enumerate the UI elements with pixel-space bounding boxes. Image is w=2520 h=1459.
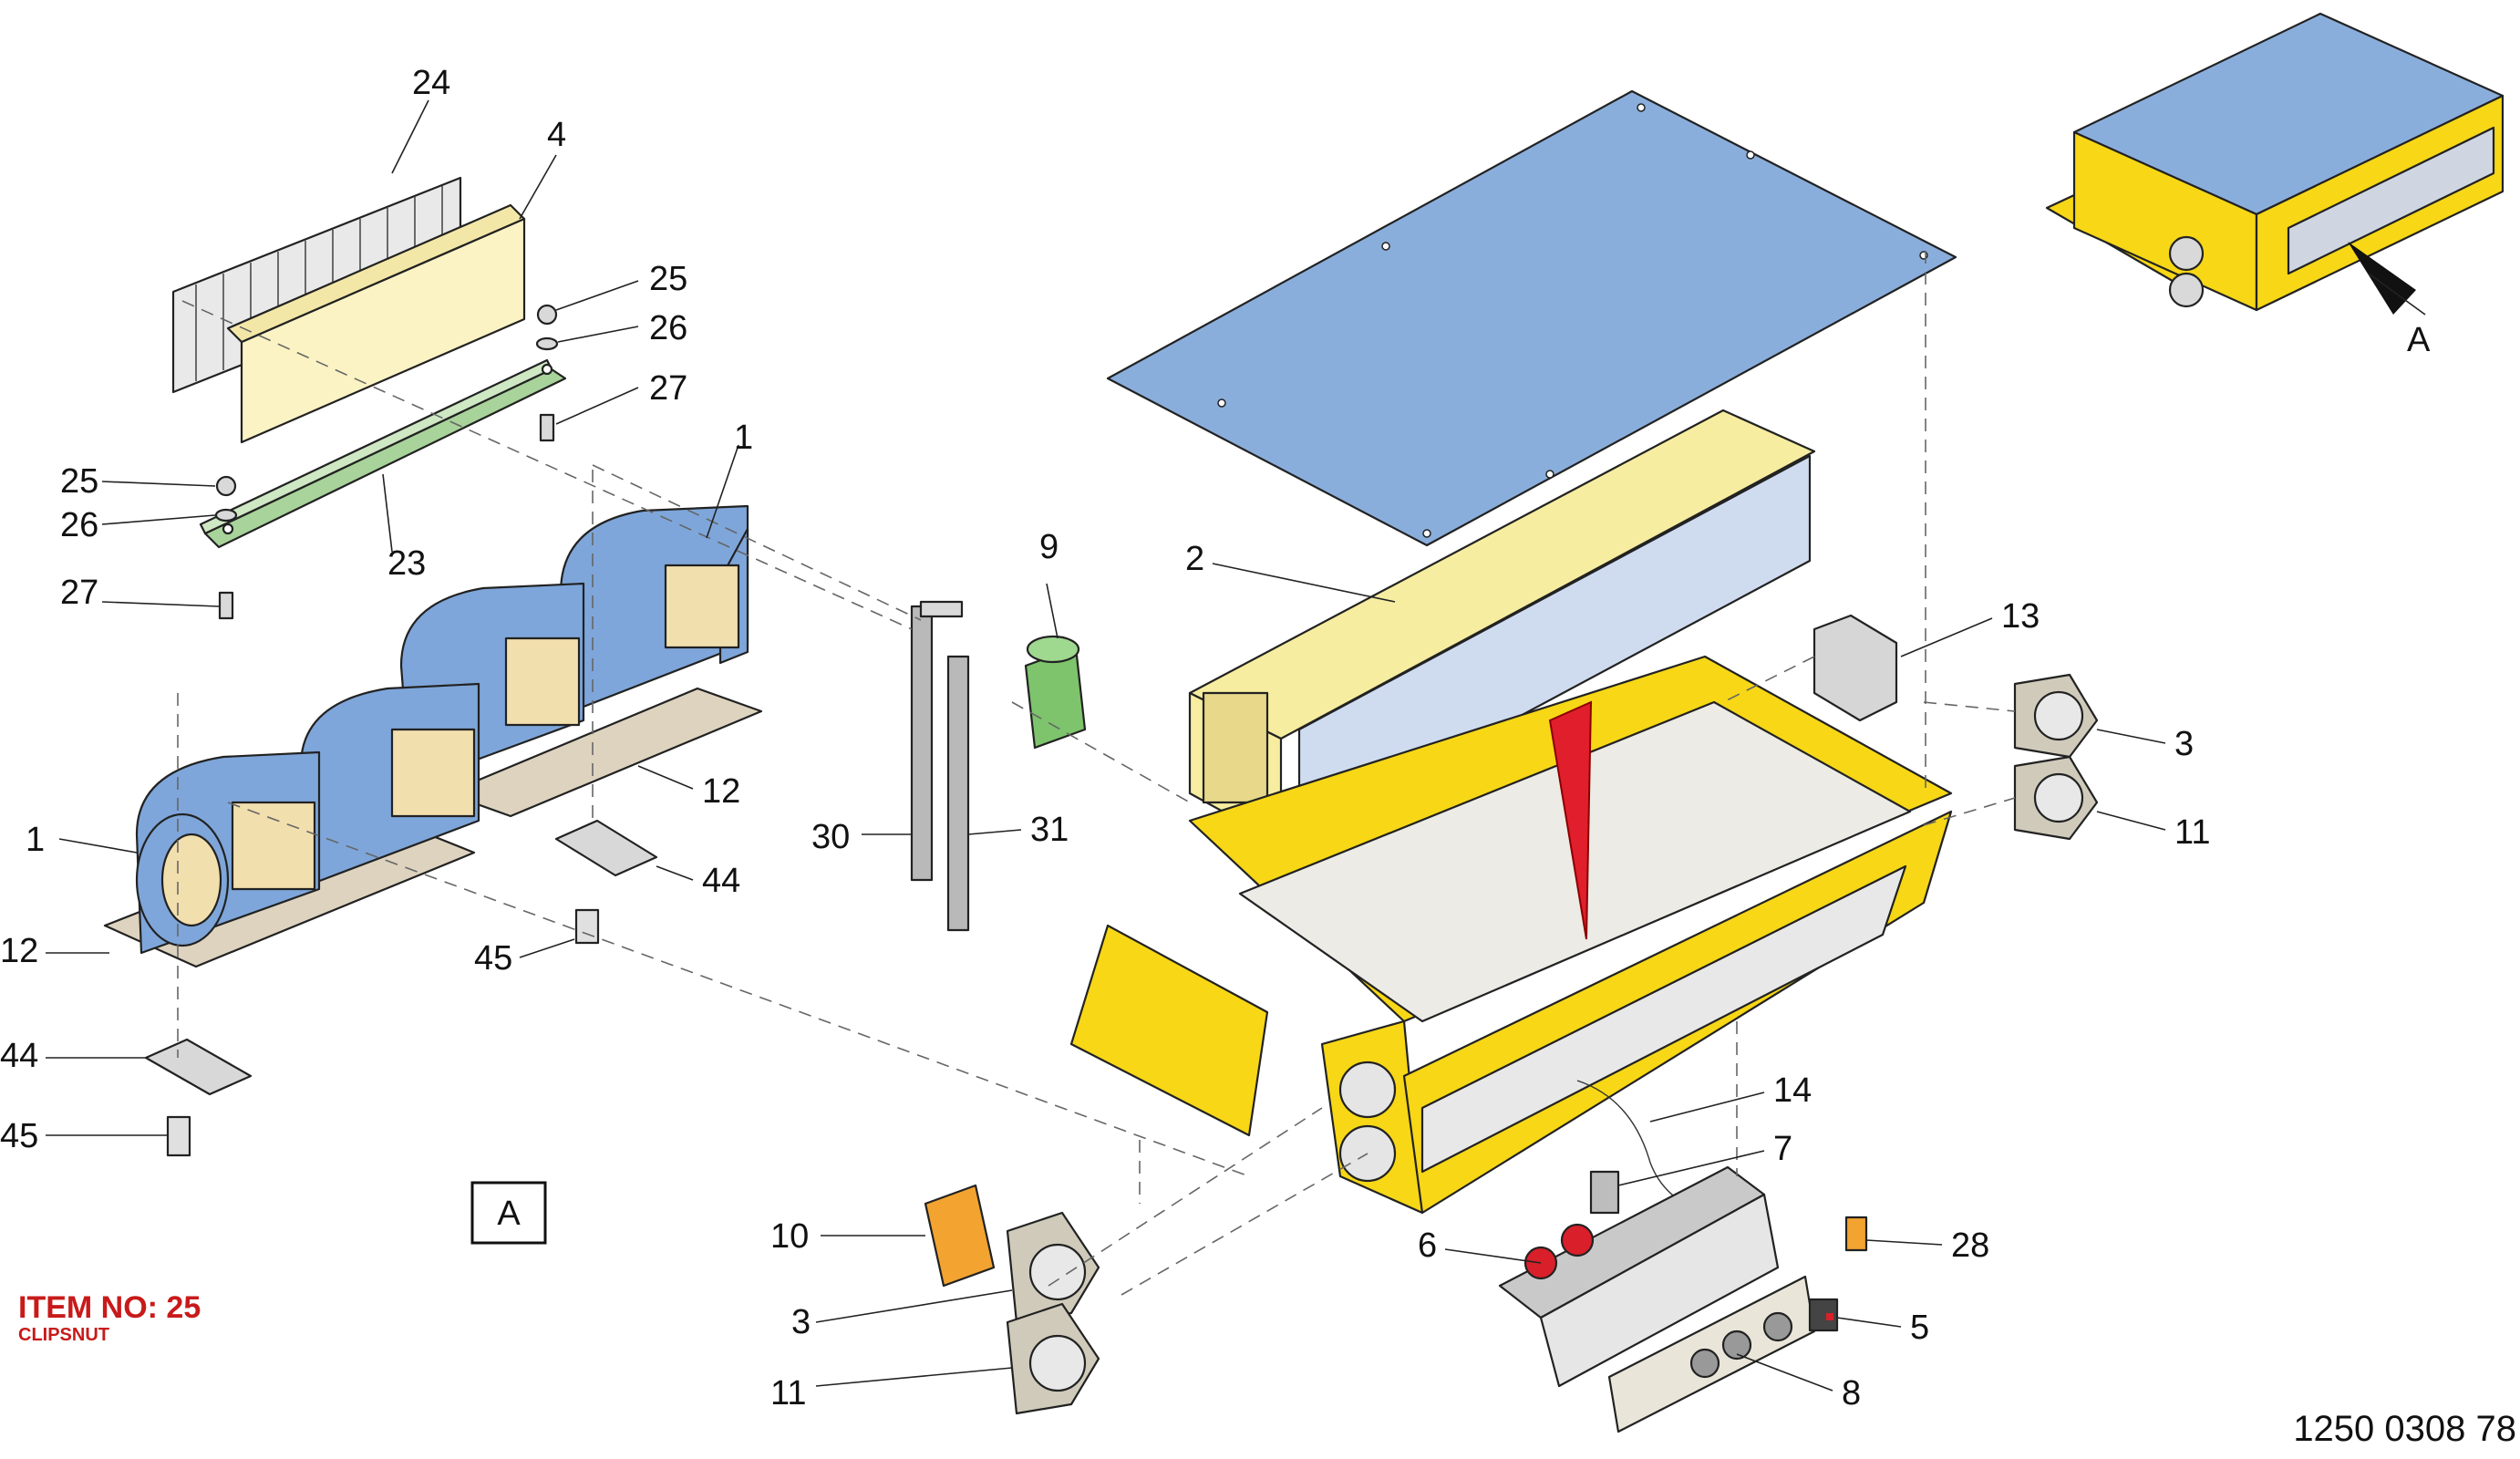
callout-3-right: 3 bbox=[2174, 725, 2194, 763]
callout-11-right: 11 bbox=[2174, 813, 2210, 852]
callout-45-front: 45 bbox=[0, 1117, 38, 1155]
callout-8: 8 bbox=[1842, 1374, 1861, 1412]
main-housing bbox=[1069, 655, 1953, 1215]
hardware-nuts-screws bbox=[214, 304, 559, 620]
callout-27-right: 27 bbox=[649, 369, 687, 408]
callout-9: 9 bbox=[1039, 528, 1059, 566]
callout-12-front: 12 bbox=[0, 932, 38, 970]
callout-view-a: A bbox=[2407, 321, 2431, 359]
expansion-valve bbox=[1024, 635, 1087, 750]
document-number: 1250 0308 78 bbox=[2293, 1409, 2516, 1449]
connector-plates-right bbox=[2013, 673, 2099, 841]
item-note-title: ITEM NO: 25 bbox=[18, 1290, 201, 1325]
fan-assembly-front bbox=[103, 682, 480, 968]
callout-1-front: 1 bbox=[26, 821, 45, 859]
callout-31: 31 bbox=[1030, 811, 1069, 849]
fan-assembly-rear bbox=[399, 504, 763, 818]
callout-28: 28 bbox=[1951, 1226, 1989, 1265]
filter-bracket bbox=[199, 358, 567, 549]
assembled-unit-view bbox=[2045, 12, 2505, 316]
air-filter bbox=[226, 203, 526, 444]
callout-10: 10 bbox=[770, 1217, 809, 1256]
callout-1-rear: 1 bbox=[734, 419, 753, 457]
callout-4: 4 bbox=[547, 116, 566, 154]
callout-27-left: 27 bbox=[60, 574, 98, 612]
callout-26-right: 26 bbox=[649, 309, 687, 347]
callout-44-rear: 44 bbox=[702, 862, 740, 900]
callout-30: 30 bbox=[811, 818, 850, 856]
assembly-guide-lines bbox=[177, 251, 2016, 1296]
relay-and-connectors-lower bbox=[924, 1184, 1100, 1415]
view-a-box-label: A bbox=[497, 1195, 521, 1233]
callout-13: 13 bbox=[2001, 597, 2040, 636]
item-note-subtitle: CLIPSNUT bbox=[18, 1325, 109, 1345]
callout-labels: 24 4 25 26 27 25 26 23 27 1 1 12 12 44 4… bbox=[0, 64, 2431, 1412]
callout-11-lower: 11 bbox=[770, 1374, 806, 1412]
item-note: ITEM NO: 25 CLIPSNUT bbox=[18, 1290, 201, 1345]
view-a-box: A bbox=[470, 1181, 547, 1245]
callout-26-left: 26 bbox=[60, 506, 98, 544]
callout-2: 2 bbox=[1185, 540, 1204, 578]
top-cover-plate bbox=[1106, 89, 1957, 547]
callout-25-right: 25 bbox=[649, 260, 687, 298]
callout-leaders bbox=[46, 99, 2166, 1392]
callout-23: 23 bbox=[387, 544, 426, 583]
callout-45-rear: 45 bbox=[474, 939, 512, 978]
callout-25-left: 25 bbox=[60, 462, 98, 501]
callout-3-lower: 3 bbox=[791, 1303, 811, 1341]
callout-7: 7 bbox=[1773, 1130, 1792, 1168]
callout-12-rear: 12 bbox=[702, 772, 740, 811]
callout-5: 5 bbox=[1910, 1309, 1929, 1347]
callout-24: 24 bbox=[412, 64, 450, 102]
callout-44-front: 44 bbox=[0, 1037, 38, 1075]
callout-14: 14 bbox=[1773, 1071, 1812, 1110]
refrigerant-fittings bbox=[910, 600, 970, 932]
mounting-brackets bbox=[144, 819, 658, 1157]
callout-6: 6 bbox=[1418, 1226, 1437, 1265]
junction-box bbox=[1813, 614, 1898, 722]
control-panel bbox=[1498, 1080, 1868, 1433]
